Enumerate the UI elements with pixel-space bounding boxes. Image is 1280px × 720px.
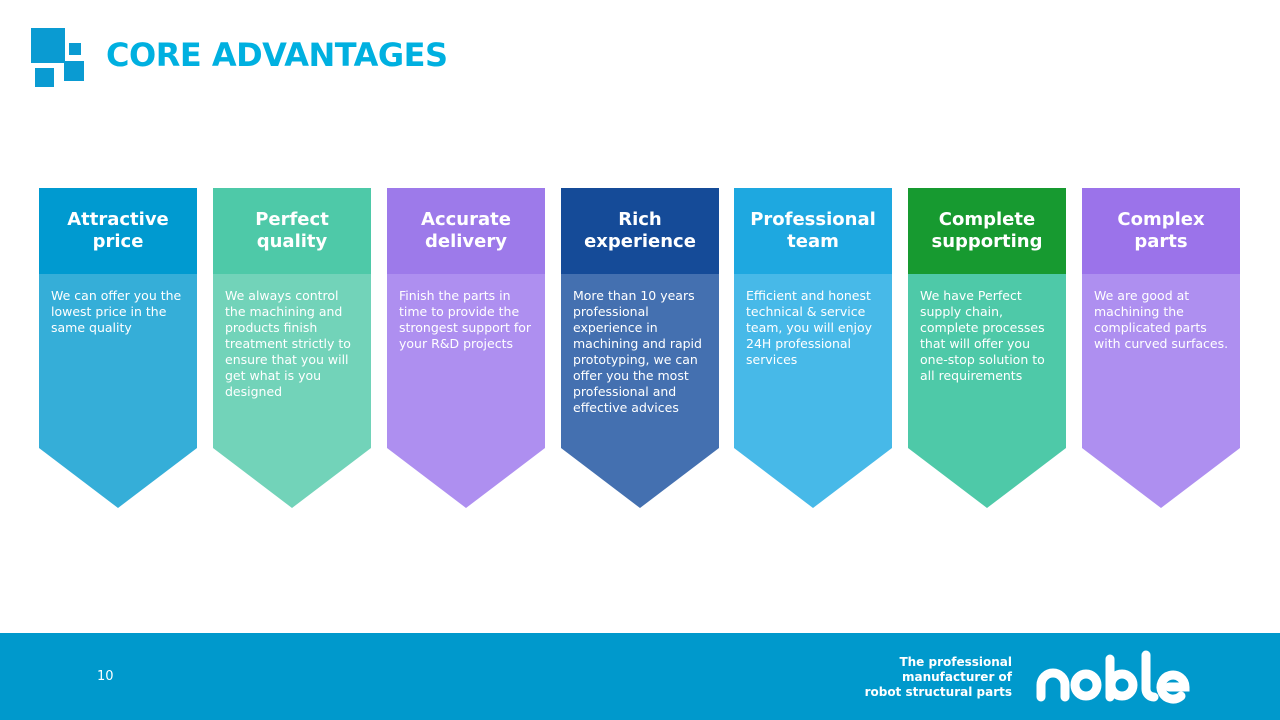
card-title: Perfect quality: [213, 188, 371, 274]
card-text: More than 10 years professional experien…: [573, 288, 702, 415]
card-title: Accurate delivery: [387, 188, 545, 274]
advantage-card: Attractive price We can offer you the low…: [39, 188, 197, 508]
tagline-line: robot structural parts: [864, 685, 1012, 699]
card-text: We can offer you the lowest price in the…: [51, 288, 182, 335]
advantage-card: Complete supporting We have Perfect suppl…: [908, 188, 1066, 508]
tagline-line: The professional: [899, 655, 1012, 669]
page-title: CORE ADVANTAGES: [106, 36, 448, 74]
card-title: Professional team: [734, 188, 892, 274]
tagline-line: manufacturer of: [901, 670, 1012, 684]
advantage-card: Complex parts We are good at machining th…: [1082, 188, 1240, 508]
card-text: Finish the parts in time to provide the …: [399, 288, 532, 351]
advantage-card: Perfect quality We always control the mac…: [213, 188, 371, 508]
card-title: Attractive price: [39, 188, 197, 274]
card-text: We have Perfect supply chain, complete p…: [920, 288, 1045, 383]
card-text: We are good at machining the complicated…: [1094, 288, 1229, 351]
card-text: Efficient and honest technical & service…: [746, 288, 873, 367]
card-title: Complex parts: [1082, 188, 1240, 274]
card-title: Complete supporting: [908, 188, 1066, 274]
noble-logo: [1036, 650, 1190, 704]
card-title: Rich experience: [561, 188, 719, 274]
footer-bar: 10 The professional manufacturer of robo…: [0, 633, 1280, 720]
card-text: We always control the machining and prod…: [225, 288, 351, 399]
tagline: The professional manufacturer of robot s…: [865, 655, 1012, 700]
page-number: 10: [97, 669, 114, 684]
